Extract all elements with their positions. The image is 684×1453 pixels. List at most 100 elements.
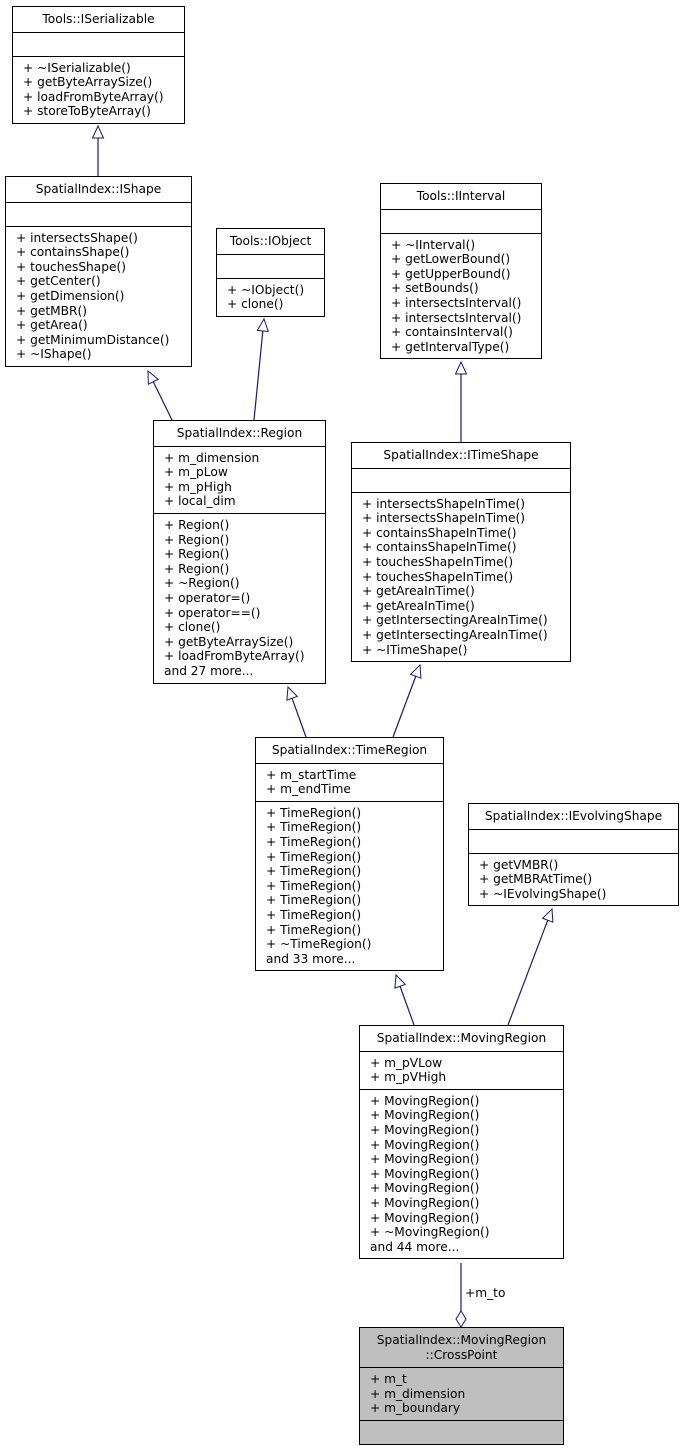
inheritance-arrowhead — [394, 973, 407, 989]
class-method: + TimeRegion() — [266, 820, 362, 835]
class-box-movingregion[interactable]: SpatialIndex::MovingRegion+ m_pVLow+ m_p… — [359, 1025, 564, 1260]
class-attributes-section — [381, 208, 541, 233]
class-methods-section: + intersectsShapeInTime()+ intersectsSha… — [352, 491, 570, 662]
class-method: + loadFromByteArray() — [23, 89, 164, 104]
aggregation-edge — [455, 1263, 467, 1328]
class-methods-section: + ~IInterval()+ getLowerBound()+ getUppe… — [381, 232, 541, 359]
class-method: + MovingRegion() — [370, 1108, 480, 1123]
class-method: + getCenter() — [16, 274, 101, 289]
class-title-line: Tools::IObject — [229, 234, 312, 248]
inheritance-edge — [507, 907, 554, 1026]
class-box-ievolvingshape[interactable]: SpatialIndex::IEvolvingShape+ getVMBR()+… — [468, 803, 679, 907]
inheritance-edge — [286, 685, 307, 738]
inheritance-arrowhead — [541, 907, 554, 923]
class-method: + ~IShape() — [16, 347, 92, 362]
class-attribute: + m_startTime — [266, 767, 357, 782]
class-box-ishape[interactable]: SpatialIndex::IShape+ intersectsShape()+… — [5, 176, 192, 367]
class-title-line: ::CrossPoint — [425, 1347, 498, 1362]
class-title-line: SpatialIndex::IEvolvingShape — [484, 809, 663, 823]
class-method: + TimeRegion() — [266, 878, 362, 893]
inheritance-edge — [91, 124, 105, 176]
class-box-region[interactable]: SpatialIndex::Region+ m_dimension+ m_pLo… — [153, 420, 326, 684]
class-method: + operator=() — [164, 590, 251, 605]
class-methods-section: + MovingRegion()+ MovingRegion()+ Moving… — [360, 1088, 563, 1259]
class-method: + touchesShapeInTime() — [362, 569, 514, 584]
class-method: + Region() — [164, 561, 230, 576]
class-method: + ~ITimeShape() — [362, 642, 468, 657]
class-box-itimeshape[interactable]: SpatialIndex::ITimeShape+ intersectsShap… — [351, 442, 571, 663]
class-method: + getDimension() — [16, 288, 125, 303]
class-box-iobject[interactable]: Tools::IObject+ ~IObject()+ clone() — [216, 228, 325, 317]
edge-line — [399, 986, 415, 1026]
class-method: + ~TimeRegion() — [266, 937, 372, 952]
inheritance-arrowhead — [147, 369, 160, 385]
class-title: SpatialIndex::Region — [154, 421, 325, 446]
class-title-line: SpatialIndex::Region — [176, 426, 303, 440]
class-attribute: + m_pLow — [164, 465, 228, 480]
class-method: + touchesShapeInTime() — [362, 554, 514, 569]
class-method: + getByteArraySize() — [164, 634, 294, 649]
class-method: + clone() — [227, 297, 284, 312]
class-method: + MovingRegion() — [370, 1181, 480, 1196]
class-title-line: SpatialIndex::TimeRegion — [271, 743, 428, 757]
edge-line — [392, 676, 417, 738]
class-method: + intersectsInterval() — [391, 310, 522, 325]
class-attributes-section — [469, 828, 678, 853]
class-attributes-section: + m_t+ m_dimension+ m_boundary — [360, 1367, 563, 1420]
class-box-iserializable[interactable]: Tools::ISerializable+ ~ISerializable()+ … — [12, 6, 185, 124]
class-attribute: + m_pHigh — [164, 479, 232, 494]
class-attribute: + m_pVHigh — [370, 1070, 447, 1085]
class-title-line: SpatialIndex::IShape — [35, 182, 162, 196]
class-method: + Region() — [164, 517, 230, 532]
class-attribute: + m_pVLow — [370, 1055, 443, 1070]
class-method: and 44 more... — [370, 1239, 460, 1254]
class-title: SpatialIndex::TimeRegion — [256, 738, 443, 763]
class-method: + setBounds() — [391, 281, 479, 296]
class-attributes-section — [217, 253, 324, 278]
class-method: + MovingRegion() — [370, 1093, 480, 1108]
class-method: + ~IObject() — [227, 282, 305, 297]
inheritance-arrowhead — [286, 685, 299, 701]
class-attribute: + m_boundary — [370, 1401, 461, 1416]
class-method: + MovingRegion() — [370, 1122, 480, 1137]
class-method: + TimeRegion() — [266, 907, 362, 922]
class-box-timeregion[interactable]: SpatialIndex::TimeRegion+ m_startTime+ m… — [255, 737, 444, 972]
class-method: + containsInterval() — [391, 325, 513, 340]
class-method: + containsShapeInTime() — [362, 525, 517, 540]
class-method: + loadFromByteArray() — [164, 649, 305, 664]
class-box-crosspoint[interactable]: SpatialIndex::MovingRegion::CrossPoint+ … — [359, 1327, 564, 1445]
inheritance-edge — [454, 360, 468, 442]
class-methods-section: + ~ISerializable()+ getByteArraySize()+ … — [13, 55, 184, 123]
class-method: + intersectsShape() — [16, 230, 138, 245]
class-method: and 27 more... — [164, 663, 254, 678]
class-title: SpatialIndex::MovingRegion::CrossPoint — [360, 1328, 563, 1367]
class-method: + TimeRegion() — [266, 849, 362, 864]
class-method: + MovingRegion() — [370, 1166, 480, 1181]
class-method: + getIntersectingAreaInTime() — [362, 613, 548, 628]
class-method: + getLowerBound() — [391, 252, 511, 267]
class-method: + getMBR() — [16, 303, 87, 318]
class-attributes-section: + m_startTime+ m_endTime — [256, 762, 443, 801]
class-method: + Region() — [164, 532, 230, 547]
inheritance-edge — [392, 663, 422, 738]
class-attributes-section: + m_pVLow+ m_pVHigh — [360, 1050, 563, 1089]
class-method: + ~ISerializable() — [23, 60, 131, 75]
class-attributes-section — [352, 467, 570, 492]
class-method: + getIntervalType() — [391, 339, 510, 354]
inheritance-arrowhead — [256, 317, 270, 333]
class-attribute: + local_dim — [164, 494, 236, 509]
aggregation-diamond — [455, 1310, 467, 1328]
class-title: SpatialIndex::IEvolvingShape — [469, 804, 678, 829]
class-title-line: Tools::IInterval — [416, 189, 506, 203]
class-title: Tools::IInterval — [381, 184, 541, 209]
class-method: + MovingRegion() — [370, 1137, 480, 1152]
class-attributes-section — [6, 201, 191, 226]
edge-line — [291, 698, 307, 738]
class-title-line: Tools::ISerializable — [42, 12, 155, 26]
class-box-iinterval[interactable]: Tools::IInterval+ ~IInterval()+ getLower… — [380, 183, 542, 360]
class-attribute: + m_t — [370, 1372, 407, 1387]
class-method: + ~Region() — [164, 576, 240, 591]
class-method: + containsShape() — [16, 245, 130, 260]
class-title-line: SpatialIndex::MovingRegion — [376, 1333, 547, 1347]
